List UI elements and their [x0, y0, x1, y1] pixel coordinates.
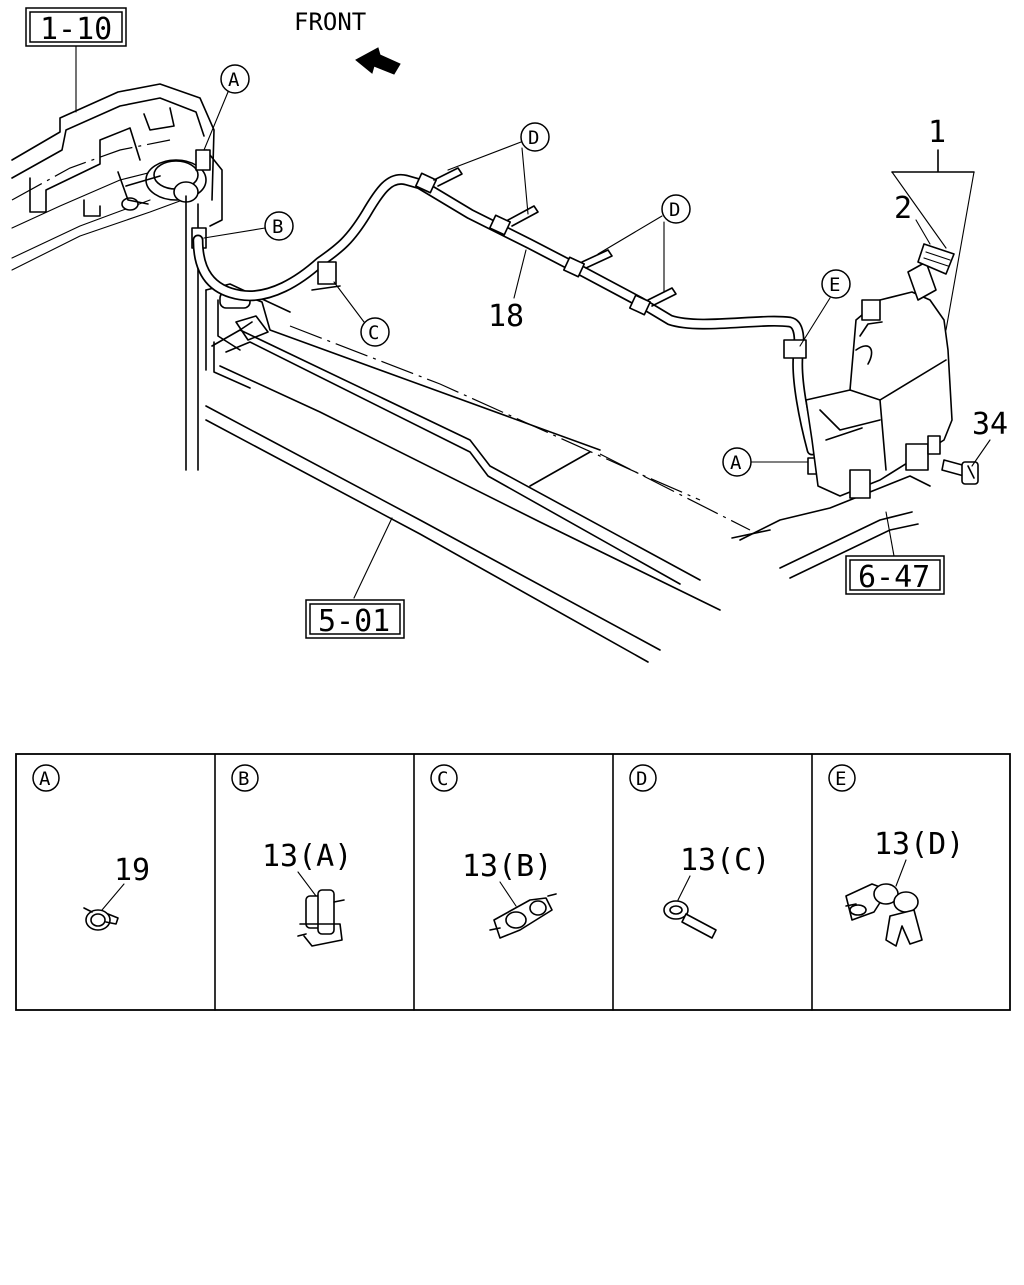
svg-text:D: D — [669, 199, 680, 221]
callout-d-1[interactable]: D — [447, 122, 550, 215]
svg-text:D: D — [528, 127, 539, 149]
bolt-icon[interactable] — [941, 459, 979, 485]
hose-clip-icon — [489, 893, 557, 939]
detail-panel-c[interactable]: C 13(B) — [430, 764, 557, 939]
callout-d-2[interactable]: D — [597, 194, 691, 293]
callout-a-top[interactable]: A — [203, 64, 250, 151]
leader-6-47 — [885, 511, 895, 557]
detail-panel-a[interactable]: A 19 — [32, 764, 150, 931]
hose-clip-icon — [845, 883, 923, 947]
leader-34 — [971, 439, 991, 467]
svg-text:E: E — [829, 274, 840, 296]
panel-d-letter: D — [636, 768, 647, 790]
svg-text:A: A — [730, 452, 742, 474]
ref-1-10-text: 1-10 — [40, 12, 112, 47]
hose-clip-icon — [297, 889, 345, 947]
panel-b-part: 13(A) — [262, 839, 352, 874]
detail-panel-e[interactable]: E 13(D) — [828, 764, 964, 947]
detail-table — [15, 753, 1011, 1011]
panel-c-letter: C — [437, 768, 448, 790]
hose-clip-icon — [83, 907, 119, 931]
radiator-structure — [11, 83, 223, 471]
part-number-34: 34 — [972, 407, 1008, 442]
panel-b-letter: B — [238, 768, 249, 790]
ref-box-6-47[interactable]: 6-47 — [845, 555, 945, 595]
washer-tank-icon[interactable] — [805, 243, 955, 499]
panel-a-part: 19 — [114, 853, 150, 888]
hose-clip-icon — [311, 167, 823, 475]
panel-a-letter: A — [39, 768, 51, 790]
leader-5-01 — [353, 517, 393, 599]
hose-clip-icon — [663, 900, 717, 939]
part-number-1: 1 — [928, 115, 946, 150]
panel-c-part: 13(B) — [462, 849, 552, 884]
bracket-1 — [891, 149, 975, 173]
panel-e-letter: E — [835, 768, 846, 790]
detail-panel-b[interactable]: B 13(A) — [231, 764, 352, 947]
ref-box-1-10[interactable]: 1-10 — [25, 7, 127, 47]
panel-e-part: 13(D) — [874, 827, 964, 862]
leader-18 — [513, 249, 527, 299]
front-arrow-icon — [355, 47, 401, 75]
part-number-18: 18 — [488, 299, 524, 334]
ref-5-01-text: 5-01 — [318, 604, 390, 639]
part-number-2: 2 — [894, 191, 912, 226]
detail-panel-d[interactable]: D 13(C) — [629, 764, 770, 939]
callout-e[interactable]: E — [799, 269, 851, 347]
ref-box-5-01[interactable]: 5-01 — [305, 599, 405, 639]
frame-structure — [205, 283, 931, 663]
svg-text:C: C — [368, 322, 379, 344]
callout-b[interactable]: B — [203, 211, 294, 241]
front-label: FRONT — [294, 8, 366, 36]
leader-2 — [915, 219, 931, 245]
svg-text:B: B — [272, 216, 283, 238]
svg-text:A: A — [228, 69, 240, 91]
callout-a-bottom[interactable]: A — [722, 447, 809, 477]
leader-1 — [891, 171, 975, 331]
panel-d-part: 13(C) — [680, 843, 770, 878]
ref-6-47-text: 6-47 — [858, 560, 930, 595]
callout-c[interactable]: C — [333, 281, 390, 347]
